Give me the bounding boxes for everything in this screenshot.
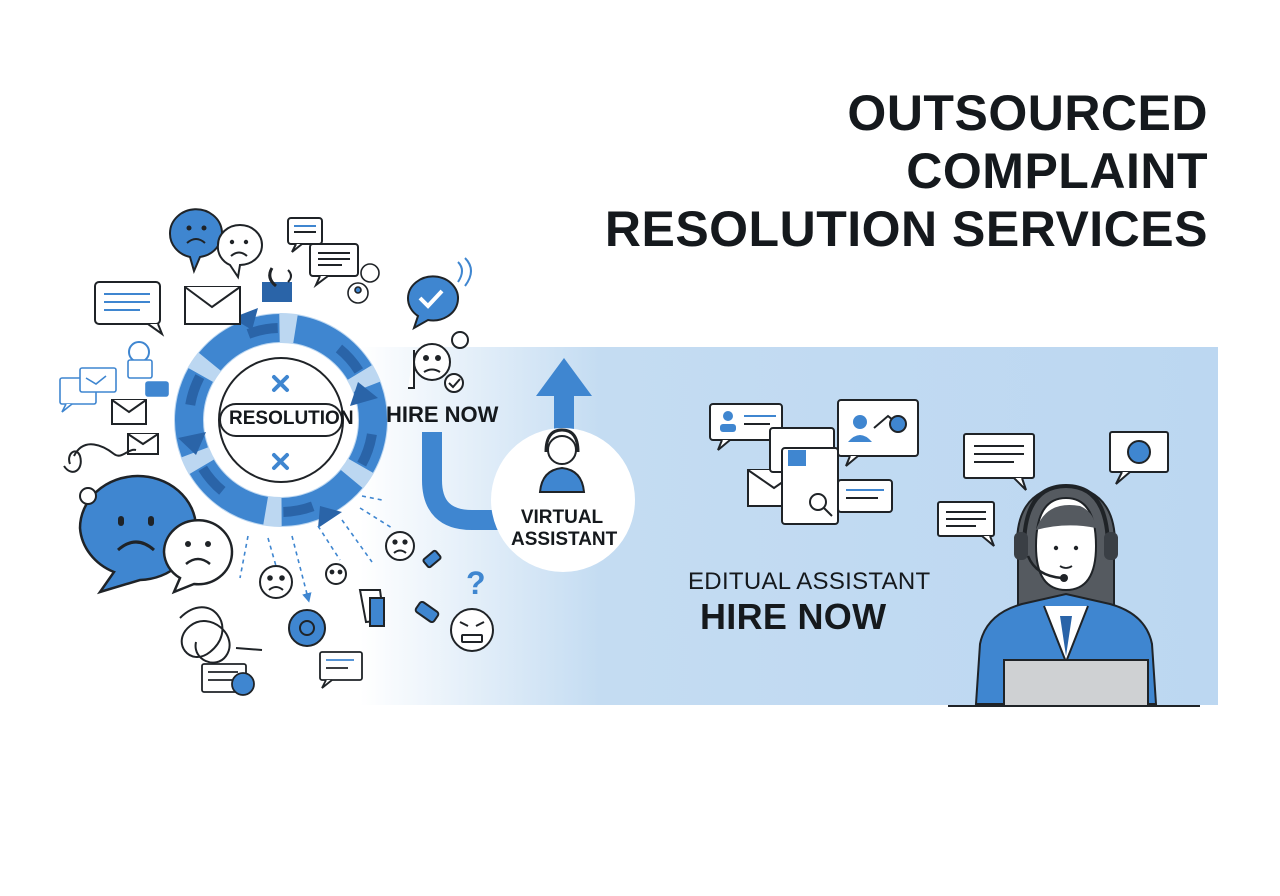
resolution-label: RESOLUTION [229, 408, 354, 429]
title-line-2: RESOLUTION SERVICES [604, 201, 1208, 257]
dotted-arrows [239, 495, 393, 603]
plug-icon [358, 549, 442, 627]
speech-bubble-icon [937, 431, 1169, 547]
face-with-headset-icon [408, 331, 469, 393]
headset-agent-icon [538, 428, 586, 493]
page-title: OUTSOURCED COMPLAINT RESOLUTION SERVICES [568, 84, 1208, 258]
check-chat-bubble-icon [406, 257, 472, 331]
tangled-cable-doodle [179, 606, 263, 664]
question-mark-icon: ? [466, 565, 486, 601]
cable-doodle [63, 443, 137, 473]
profile-card-icon [347, 263, 380, 304]
editual-assistant-label: EDITUAL ASSISTANT [688, 568, 931, 595]
title-line-1: OUTSOURCED COMPLAINT [847, 85, 1208, 199]
close-icon [272, 375, 289, 470]
gear-icon [288, 609, 326, 647]
hire-now-small-button[interactable]: HIRE NOW [386, 402, 499, 427]
sad-face-icon [259, 531, 494, 652]
speech-bubble-icon [59, 359, 169, 413]
laptop-icon [948, 659, 1200, 707]
envelope-icon [111, 286, 801, 507]
speech-bubble-icon [94, 217, 359, 337]
virtual-assistant-badge [491, 428, 635, 572]
sad-chat-bubble-icon [78, 474, 234, 595]
hire-now-large-button[interactable]: HIRE NOW [700, 596, 887, 637]
cycle-arrows-icon [174, 308, 388, 528]
svg-text:?: ? [466, 565, 486, 601]
up-arrow-icon [422, 358, 592, 530]
speech-bubble-icon [201, 651, 363, 696]
profile-card-icon [709, 399, 919, 525]
virtual-assistant-label: VIRTUAL ASSISTANT [511, 507, 618, 550]
sad-chat-bubble-icon [168, 208, 263, 280]
